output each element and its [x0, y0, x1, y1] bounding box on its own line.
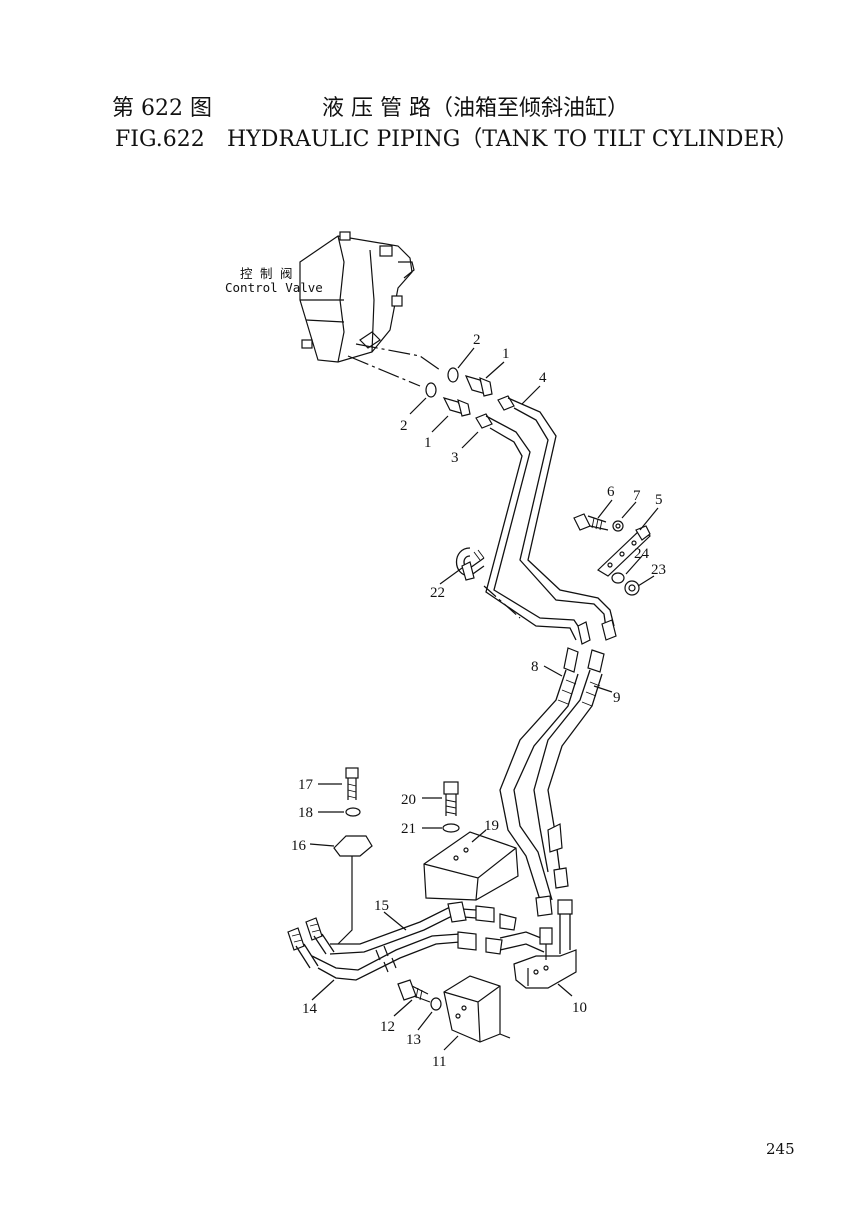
bolt-6	[573, 513, 609, 531]
callout-23: 23	[651, 562, 666, 578]
callout-2-lower: 2	[400, 418, 408, 434]
callout-13: 13	[406, 1032, 421, 1048]
callout-7: 7	[633, 488, 641, 504]
connector-upper	[464, 375, 493, 397]
callout-21: 21	[401, 821, 416, 837]
tube-14	[311, 931, 547, 981]
bolt-17	[345, 767, 359, 800]
bracket-10	[513, 899, 577, 989]
tube-4	[497, 395, 615, 629]
o-ring-lower	[425, 382, 437, 398]
figure-title-en: HYDRAULIC PIPING（TANK TO TILT CYLINDER）	[227, 127, 799, 152]
bolt-20	[443, 781, 459, 816]
callout-16: 16	[291, 838, 307, 854]
bolt-12	[397, 979, 431, 1003]
washer-18	[345, 807, 361, 817]
u-bolt-22	[455, 547, 485, 581]
hose-8	[499, 647, 579, 917]
washer-24	[611, 572, 625, 584]
callout-6: 6	[607, 484, 615, 500]
callout-9: 9	[613, 690, 621, 706]
connector-lower	[442, 397, 471, 417]
elbow-fittings-left	[287, 917, 335, 969]
callout-8: 8	[531, 659, 539, 675]
callout-22: 22	[430, 585, 445, 601]
clamp-plate-5	[597, 525, 651, 577]
callout-4: 4	[539, 370, 547, 386]
callout-14: 14	[302, 1001, 318, 1017]
control-valve-label-en: Control Valve	[225, 280, 323, 295]
bracket-11	[443, 975, 511, 1043]
callout-numbers: 2 1 4 2 1 3 6 7 5 24 23 22 8 9 17 18 20 …	[291, 332, 666, 1070]
callout-12: 12	[380, 1019, 395, 1035]
callout-17: 17	[298, 777, 314, 793]
washer-13	[430, 997, 442, 1011]
callout-10: 10	[572, 1000, 587, 1016]
o-ring-upper	[447, 367, 459, 383]
callout-24: 24	[634, 546, 650, 562]
callout-1-lower: 1	[424, 435, 432, 451]
control-valve-label-cn: 控 制 阀	[240, 266, 293, 281]
hose-9	[533, 649, 605, 889]
tube-3	[475, 413, 583, 641]
callout-2-upper: 2	[473, 332, 481, 348]
callout-5: 5	[655, 492, 663, 508]
figure-number-en: FIG.622	[115, 127, 205, 152]
callout-3: 3	[451, 450, 459, 466]
leader-lines	[309, 347, 659, 1051]
callout-20: 20	[401, 792, 416, 808]
callout-18: 18	[298, 805, 313, 821]
control-valve-drawing	[299, 231, 415, 363]
callout-15: 15	[374, 898, 389, 914]
callout-11: 11	[432, 1054, 446, 1070]
callout-19: 19	[484, 818, 499, 834]
page-number: 245	[766, 1140, 795, 1158]
callout-1-upper: 1	[502, 346, 510, 362]
cover-19	[423, 831, 519, 901]
washer-21	[442, 823, 460, 833]
figure-number-cn: 第 622 图	[112, 96, 212, 121]
clamp-16	[333, 835, 373, 857]
figure-title-cn: 液 压 管 路（油箱至倾斜油缸）	[322, 96, 629, 121]
tube-15	[329, 901, 517, 955]
